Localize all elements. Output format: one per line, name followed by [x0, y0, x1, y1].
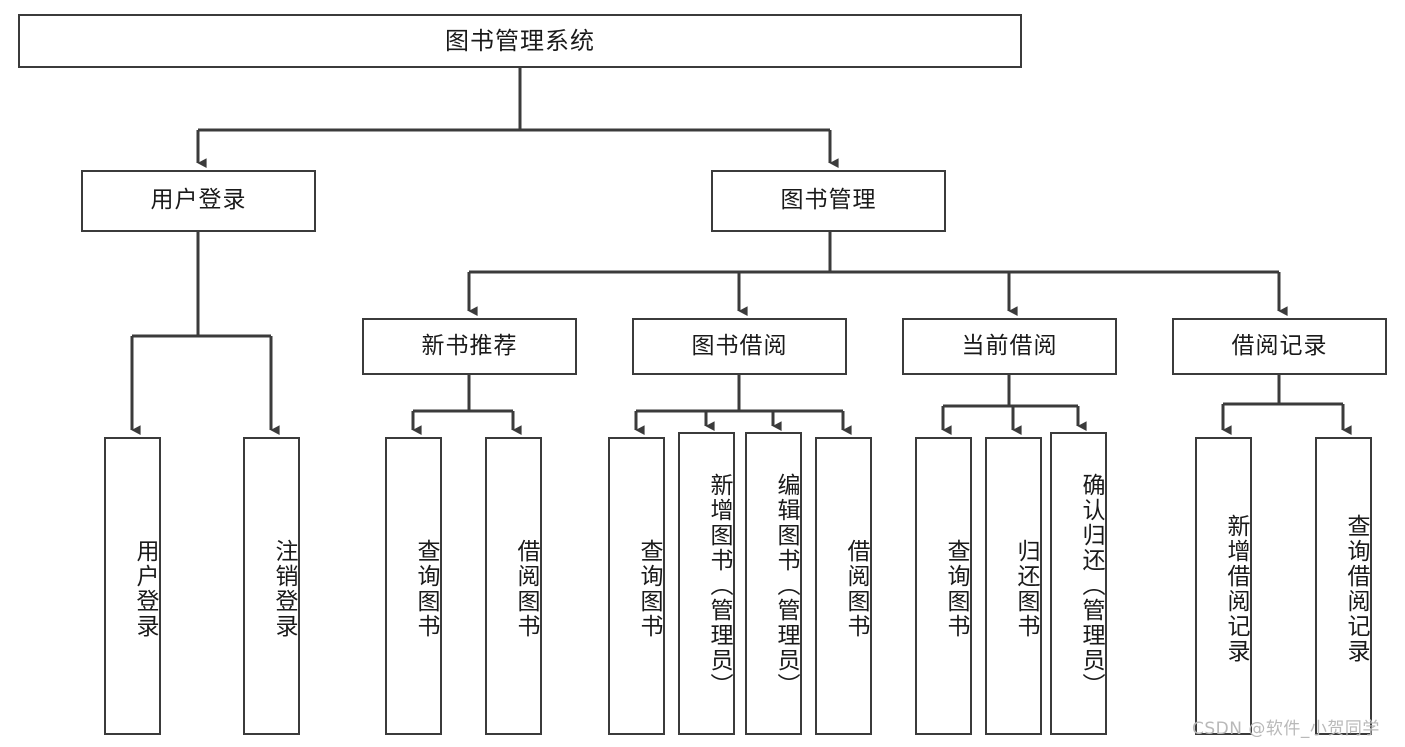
leaf-user-logout[interactable]: 注销登录: [243, 437, 300, 735]
leaf-record-query-borrow-record[interactable]: 查询借阅记录: [1315, 437, 1372, 735]
leaf-current-return-book[interactable]: 归还图书: [985, 437, 1042, 735]
leaf-current-confirm-return-admin[interactable]: 确认归还（管理员）: [1050, 432, 1107, 735]
leaf-record-add-borrow-record[interactable]: 新增借阅记录: [1195, 437, 1252, 735]
node-borrow-record[interactable]: 借阅记录: [1172, 318, 1387, 375]
leaf-newrec-query-book[interactable]: 查询图书: [385, 437, 442, 735]
leaf-borrow-edit-book-admin[interactable]: 编辑图书（管理员）: [745, 432, 802, 735]
node-current-borrow[interactable]: 当前借阅: [902, 318, 1117, 375]
csdn-watermark: CSDN @软件_小贺同学: [1192, 719, 1380, 739]
leaf-borrow-borrow-book[interactable]: 借阅图书: [815, 437, 872, 735]
node-root-system[interactable]: 图书管理系统: [18, 14, 1022, 68]
leaf-newrec-borrow-book[interactable]: 借阅图书: [485, 437, 542, 735]
node-book-borrow[interactable]: 图书借阅: [632, 318, 847, 375]
node-new-book-recommend[interactable]: 新书推荐: [362, 318, 577, 375]
node-book-management[interactable]: 图书管理: [711, 170, 946, 232]
leaf-user-login[interactable]: 用户登录: [104, 437, 161, 735]
node-user-login[interactable]: 用户登录: [81, 170, 316, 232]
leaf-borrow-add-book-admin[interactable]: 新增图书（管理员）: [678, 432, 735, 735]
leaf-current-query-book[interactable]: 查询图书: [915, 437, 972, 735]
leaf-borrow-query-book[interactable]: 查询图书: [608, 437, 665, 735]
